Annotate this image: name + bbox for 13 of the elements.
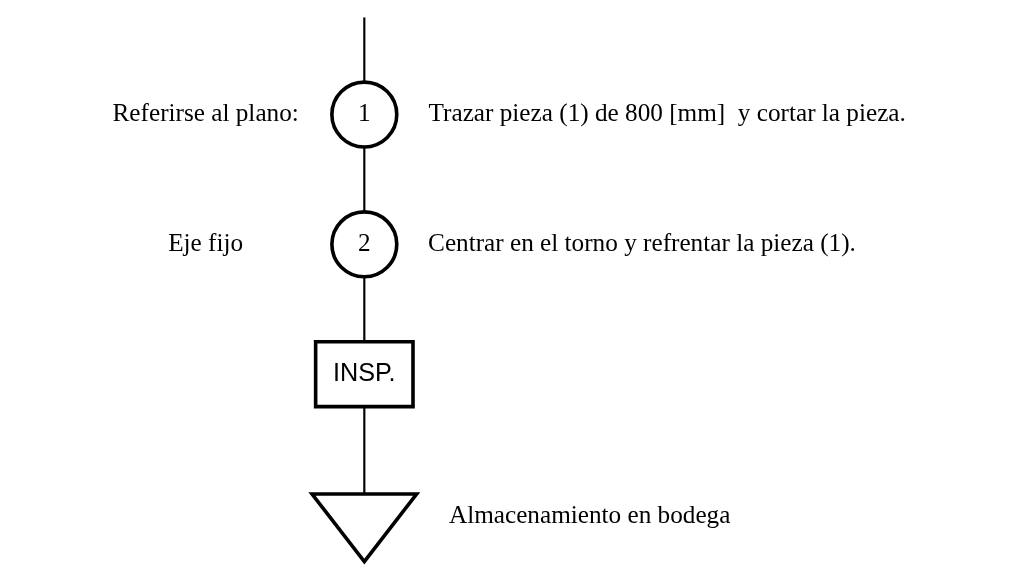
node-label: Almacenamiento en bodega [448,501,731,529]
connector [363,406,366,494]
node-label: Centrar en el torno y refrentar la pieza (1). [428,229,856,256]
node-box: INSP. [313,339,415,409]
label: Eje fijo [168,229,244,256]
label: Referirse al plano: [112,99,299,127]
connector [363,147,366,212]
node-circle: 2 [330,210,399,279]
node-circle: 1 [330,80,399,149]
node-triangle [308,492,421,565]
connector [363,277,366,342]
node-label: Trazar pieza (1) de 800 [mm] y cortar la pieza. [428,99,906,127]
connector [363,17,366,83]
